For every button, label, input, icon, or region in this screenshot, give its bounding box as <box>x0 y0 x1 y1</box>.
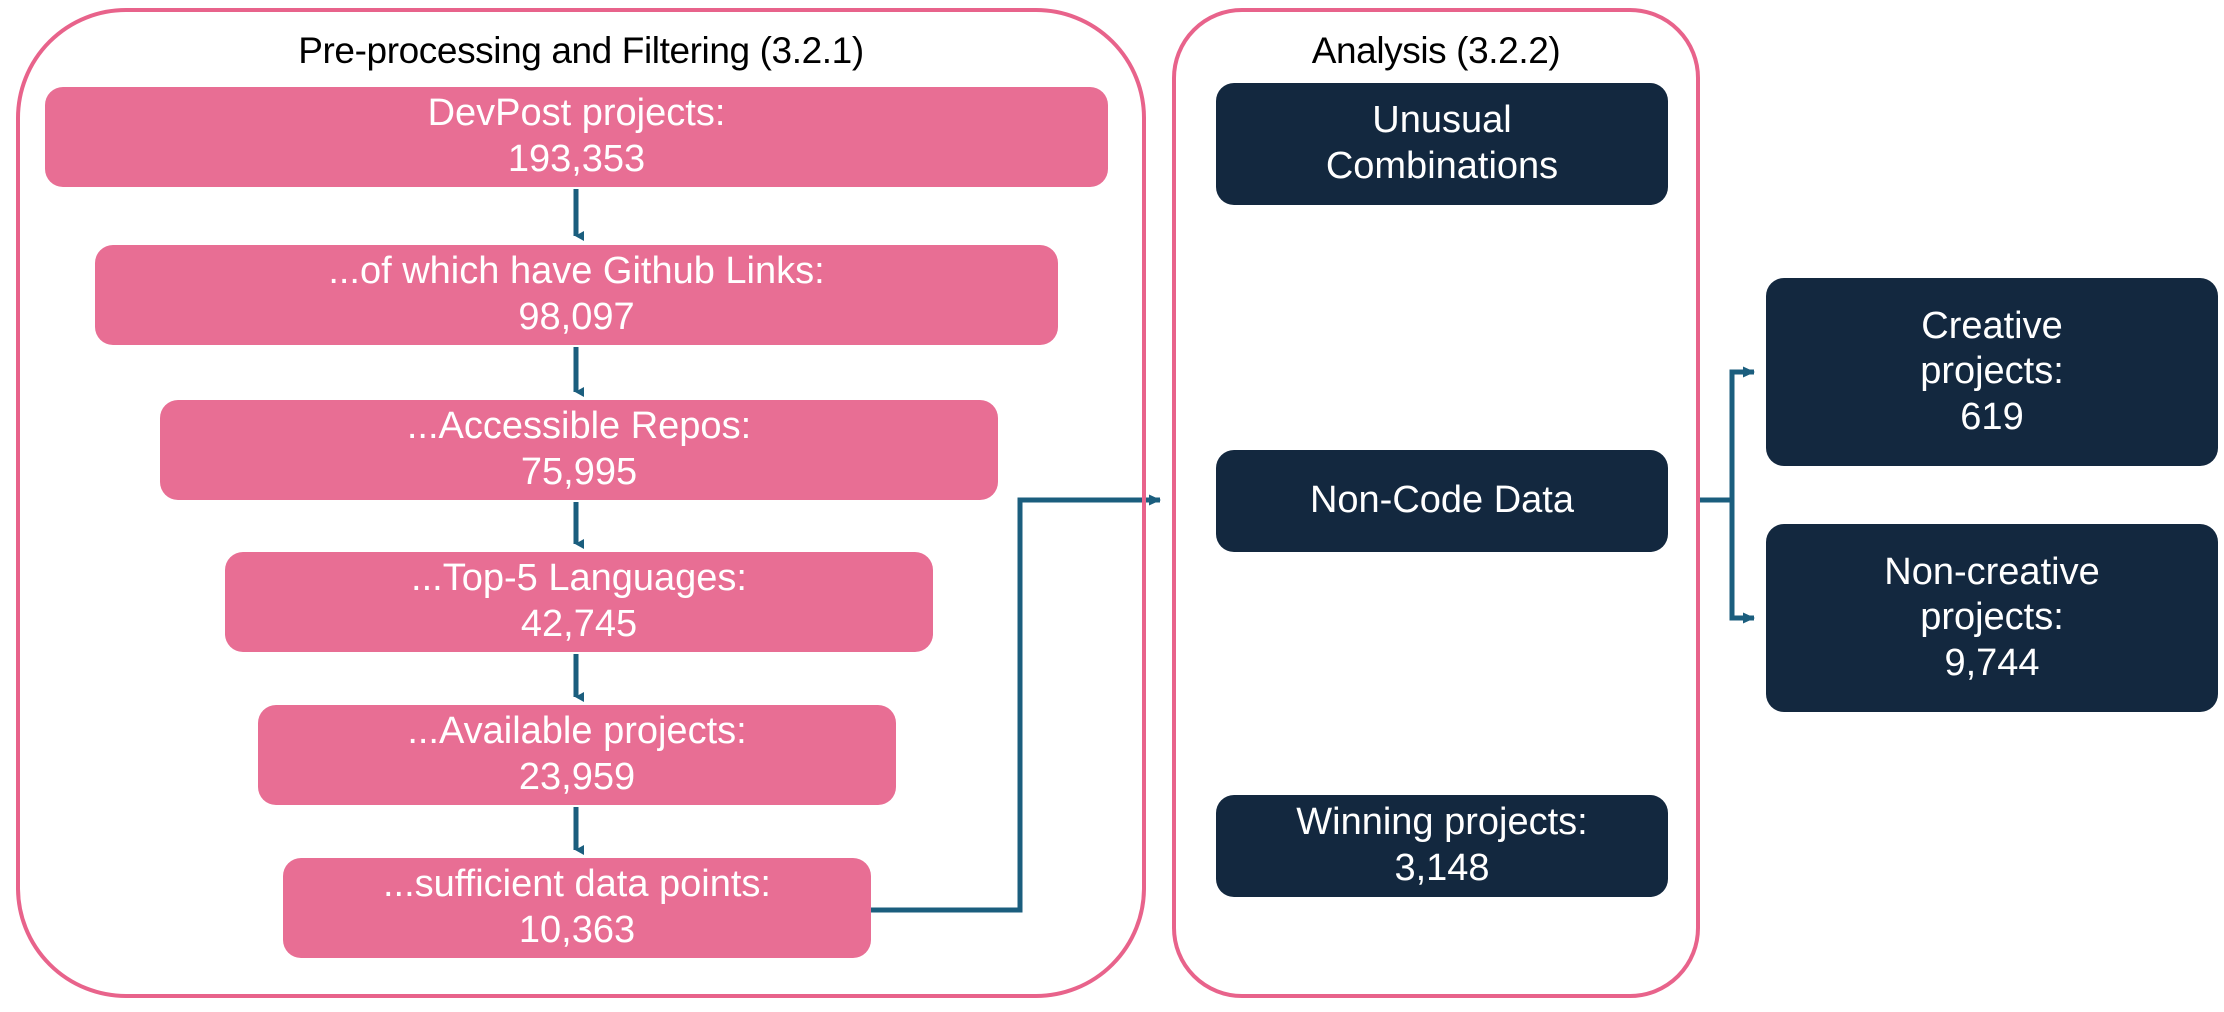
analysis-box-non-code-data[interactable]: Non-Code Data <box>1216 450 1668 552</box>
outcome-box-line2: projects: <box>1920 350 2064 393</box>
funnel-box-value: 23,959 <box>518 756 636 798</box>
funnel-box-label: ...Accessible Repos: <box>406 405 752 448</box>
outcome-box-creative-projects[interactable]: Creative projects: 619 <box>1766 278 2218 466</box>
analysis-box-line1: Non-Code Data <box>1309 479 1575 522</box>
analysis-box-line1: Winning projects: <box>1296 801 1588 844</box>
funnel-box-devpost-projects[interactable]: DevPost projects: 193,353 <box>45 87 1108 187</box>
outcome-box-line2: projects: <box>1920 596 2064 639</box>
analysis-box-line2: 3,148 <box>1394 847 1490 889</box>
analysis-box-line2: Combinations <box>1325 145 1559 187</box>
funnel-box-value: 75,995 <box>520 451 638 493</box>
funnel-box-label: ...sufficient data points: <box>383 863 771 906</box>
funnel-box-top-5-languages[interactable]: ...Top-5 Languages: 42,745 <box>225 552 933 652</box>
analysis-box-winning-projects[interactable]: Winning projects: 3,148 <box>1216 795 1668 897</box>
funnel-box-label: ...Available projects: <box>407 710 747 753</box>
funnel-box-value: 42,745 <box>520 603 638 645</box>
analysis-box-line1: Unusual <box>1372 99 1512 142</box>
funnel-box-value: 193,353 <box>507 138 646 180</box>
outcome-box-line1: Non-creative <box>1884 550 2100 593</box>
funnel-box-label: ...of which have Github Links: <box>328 250 825 293</box>
funnel-box-available-projects[interactable]: ...Available projects: 23,959 <box>258 705 896 805</box>
funnel-box-label: ...Top-5 Languages: <box>411 557 747 600</box>
funnel-box-label: DevPost projects: <box>427 92 726 135</box>
outcome-box-line3: 9,744 <box>1944 641 2040 684</box>
group-preprocessing-title: Pre-processing and Filtering (3.2.1) <box>298 30 864 71</box>
funnel-box-value: 10,363 <box>518 909 636 951</box>
funnel-box-github-links[interactable]: ...of which have Github Links: 98,097 <box>95 245 1058 345</box>
group-analysis-title: Analysis (3.2.2) <box>1311 30 1561 71</box>
outcome-box-line1: Creative <box>1921 304 2063 347</box>
funnel-box-accessible-repos[interactable]: ...Accessible Repos: 75,995 <box>160 400 998 500</box>
analysis-box-unusual-combinations[interactable]: Unusual Combinations <box>1216 83 1668 205</box>
funnel-box-value: 98,097 <box>518 296 635 338</box>
funnel-box-sufficient-data-points[interactable]: ...sufficient data points: 10,363 <box>283 858 871 958</box>
group-preprocessing-and-filtering: Pre-processing and Filtering (3.2.1) <box>16 8 1146 998</box>
outcome-box-non-creative-projects[interactable]: Non-creative projects: 9,744 <box>1766 524 2218 712</box>
outcome-box-line3: 619 <box>1960 395 2024 438</box>
group-analysis: Analysis (3.2.2) <box>1172 8 1700 998</box>
analysis-to-outcomes-arrows <box>1700 366 1755 624</box>
